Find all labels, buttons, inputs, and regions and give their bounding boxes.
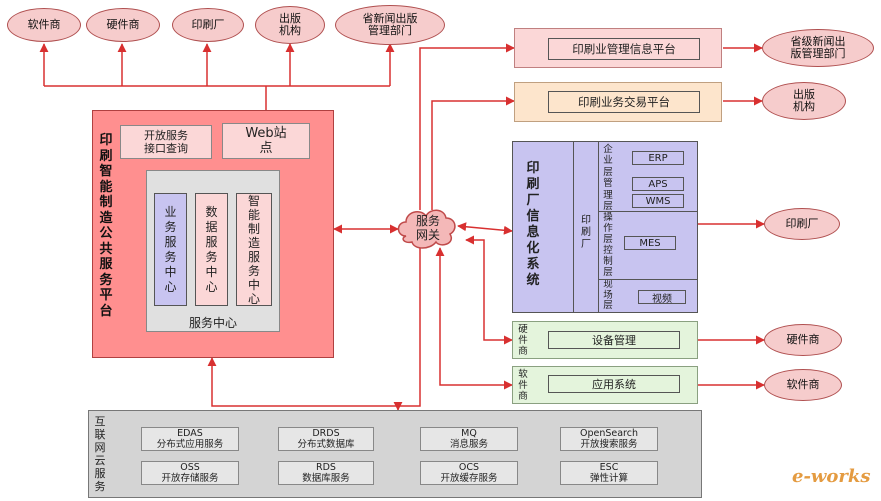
service-center-label: 服务中心 [188, 315, 237, 330]
mgmt-info-platform-label: 印刷业管理信息平台 [548, 38, 700, 60]
node-print-factory-right: 印刷厂 [764, 208, 840, 240]
business-service-center: 业务服务中心 [154, 193, 187, 306]
cloud-service-name: RDS [316, 462, 336, 473]
cloud-service-edas: EDAS 分布式应用服务 [141, 427, 239, 451]
trade-platform-label: 印刷业务交易平台 [548, 91, 700, 113]
node-print-factory-top: 印刷厂 [172, 8, 244, 42]
module-wms: WMS [632, 194, 684, 208]
web-site: Web站 点 [222, 123, 310, 159]
cloud-service-desc: 开放缓存服务 [440, 473, 498, 484]
internet-cloud-label: 互联网云服务 [94, 415, 106, 493]
factory-info-system [512, 141, 698, 313]
cloud-service-name: OCS [458, 462, 480, 473]
cloud-service-name: ESC [599, 462, 619, 473]
node-provincial-admin-top: 省新闻出版 管理部门 [335, 5, 445, 45]
cloud-service-ocs: OCS 开放缓存服务 [420, 461, 518, 485]
node-publisher-right: 出版 机构 [762, 82, 846, 120]
cloud-service-desc: 数据库服务 [302, 473, 350, 484]
layer-operation-control: 操作层控制层 [603, 212, 613, 278]
cloud-service-desc: 分布式数据库 [297, 439, 355, 450]
cloud-service-desc: 消息服务 [449, 439, 488, 450]
smart-manufacturing-service-center: 智能制造服务中心 [236, 193, 272, 306]
factory-layer-divider-2 [599, 279, 698, 280]
service-gateway-label: 服务 网关 [415, 214, 440, 242]
layer-enterprise-mgmt: 企业层管理层 [603, 143, 613, 213]
software-block-label: 软件商 [518, 368, 528, 402]
module-video: 视频 [638, 290, 686, 305]
module-aps: APS [632, 177, 684, 191]
cloud-service-esc: ESC 弹性计算 [560, 461, 658, 485]
hardware-block [512, 321, 698, 359]
device-management: 设备管理 [548, 331, 680, 349]
cloud-service-desc: 弹性计算 [589, 473, 628, 484]
module-erp: ERP [632, 151, 684, 165]
cloud-service-name: EDAS [177, 428, 203, 439]
cloud-service-oss: OSS 开放存储服务 [141, 461, 239, 485]
layer-field: 现场层 [603, 279, 613, 312]
factory-inner-label: 印刷厂 [581, 215, 591, 250]
factory-info-system-title: 印刷厂信息化系统 [526, 161, 540, 288]
cloud-service-name: MQ [461, 428, 477, 439]
node-provincial-admin-right: 省级新闻出 版管理部门 [762, 29, 874, 67]
data-service-center: 数据服务中心 [195, 193, 228, 306]
hardware-block-label: 硬件商 [518, 323, 528, 357]
cloud-service-desc: 开放搜索服务 [580, 439, 638, 450]
cloud-service-name: OpenSearch [579, 428, 638, 439]
cloud-service-mq: MQ 消息服务 [420, 427, 518, 451]
cloud-service-desc: 分布式应用服务 [156, 439, 224, 450]
node-hardware-vendor-top: 硬件商 [86, 8, 160, 42]
node-hardware-vendor-right: 硬件商 [764, 324, 842, 356]
node-software-vendor-right: 软件商 [764, 369, 842, 401]
platform-title: 印刷智能制造公共服务平台 [99, 133, 113, 319]
eworks-logo: e-works [792, 466, 871, 487]
application-system: 应用系统 [548, 375, 680, 393]
open-api-query: 开放服务 接口查询 [120, 125, 212, 159]
module-mes: MES [624, 236, 676, 250]
factory-inner-column [573, 141, 599, 313]
node-software-vendor-top: 软件商 [7, 8, 81, 42]
cloud-service-drds: DRDS 分布式数据库 [278, 427, 374, 451]
cloud-service-desc: 开放存储服务 [161, 473, 219, 484]
factory-layer-divider-1 [599, 211, 698, 212]
software-block [512, 366, 698, 404]
cloud-service-opensearch: OpenSearch 开放搜索服务 [560, 427, 658, 451]
node-publisher-top: 出版 机构 [255, 6, 325, 44]
cloud-service-name: OSS [180, 462, 200, 473]
cloud-service-name: DRDS [312, 428, 340, 439]
service-gateway-cloud [397, 209, 456, 249]
cloud-service-rds: RDS 数据库服务 [278, 461, 374, 485]
